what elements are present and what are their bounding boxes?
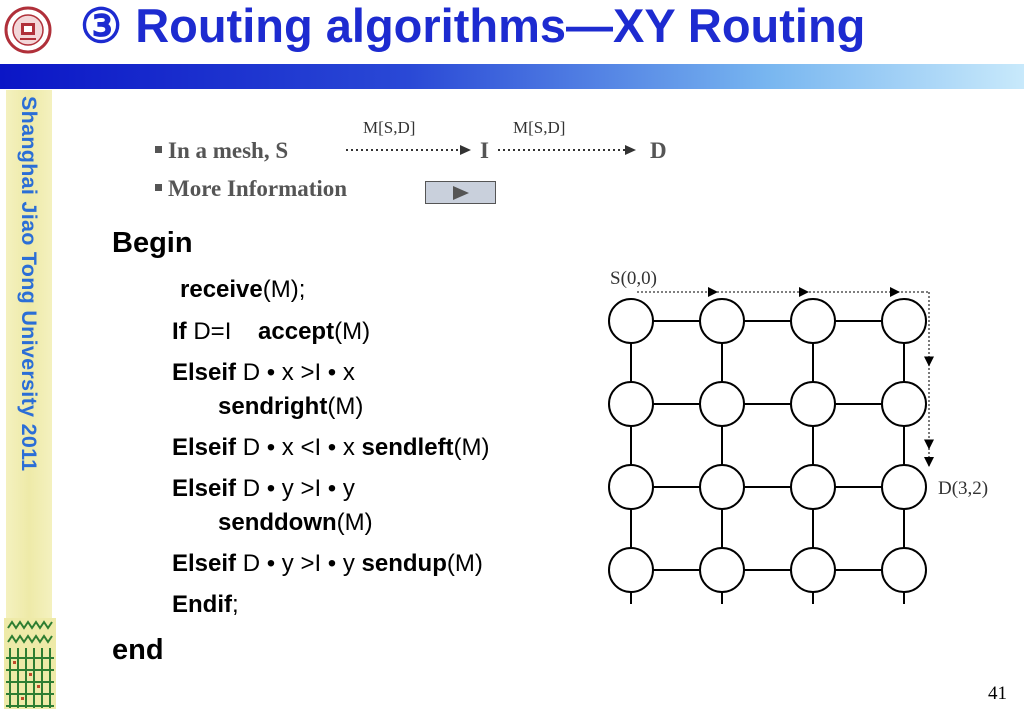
sidebar: Shanghai Jiao Tong University 2011 [0,0,57,709]
more-information-play-button[interactable] [425,181,496,204]
node-i-label: I [480,138,489,163]
mesh-node [608,298,654,344]
code-line-elseif-down: Elseif D • y >I • y [172,475,355,502]
bullet-more-info: More Information [155,176,347,202]
route-arrow-icon [924,356,934,367]
arrowhead-icon [625,145,636,155]
arrowhead-icon [460,145,471,155]
mesh-node [608,381,654,427]
mesh-node [608,547,654,593]
mesh-node [881,298,927,344]
code-line-elseif-up: Elseif D • y >I • y sendup(M) [172,550,483,577]
mesh-node [790,547,836,593]
code-line-elseif-left: Elseif D • x <I • x sendleft(M) [172,434,490,461]
dest-node-label: D(3,2) [938,478,988,499]
code-line-if: If D=I accept(M) [172,318,371,345]
code-line-elseif-right: Elseif D • x >I • x [172,359,355,386]
node-d-label: D [650,138,667,163]
bullet-mesh-path: In a mesh, S [155,138,288,164]
more-information-label: More Information [168,176,348,201]
code-end: end [112,634,164,666]
mesh-node [881,464,927,510]
code-line-senddown: senddown(M) [218,509,373,536]
bullet-square-icon [155,184,162,192]
university-seal-icon [4,6,52,54]
route-arrow-icon [799,287,809,297]
route-arrow-icon [708,287,718,297]
mesh-node [699,464,745,510]
code-line-sendright: sendright(M) [218,393,364,420]
mesh-node [881,381,927,427]
circuit-board-icon [4,618,56,709]
code-line-receive: receive(M); [180,276,306,303]
mesh-diagram: S(0,0) D(3,2) [608,268,988,604]
bullet-square-icon [155,146,162,154]
mesh-node [699,298,745,344]
page-number: 41 [988,683,1007,704]
source-node-label: S(0,0) [610,268,657,289]
route-arrow-icon [890,287,900,297]
route-arrow-icon [924,457,934,467]
slide-title: ③ Routing algorithms—XY Routing [80,0,866,52]
sidebar-university-label: Shanghai Jiao Tong University 2011 [17,96,41,472]
mesh-node [881,547,927,593]
mesh-node [699,381,745,427]
arrow-label-1: M[S,D] [363,118,416,137]
bullet-mesh-prefix: In a mesh, S [168,138,289,163]
mesh-node [790,464,836,510]
mesh-node [608,464,654,510]
path-arrows [346,145,636,155]
mesh-node [699,547,745,593]
code-begin: Begin [112,227,193,259]
route-arrow-icon [924,439,934,450]
mesh-node [790,298,836,344]
mesh-node [790,381,836,427]
code-line-endif: Endif; [172,591,239,618]
title-gradient-bar [0,64,1024,89]
arrow-label-2: M[S,D] [513,118,566,137]
play-icon [453,186,469,200]
sidebar-band [6,90,52,709]
